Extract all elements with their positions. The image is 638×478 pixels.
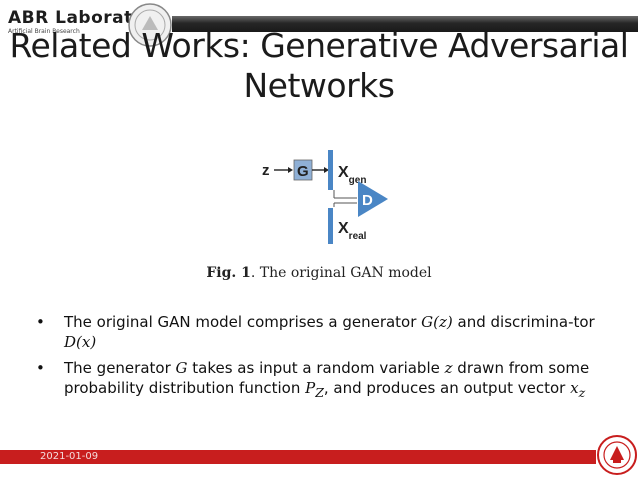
bullet-item-generator: • The generator G takes as input a rando… [36,358,626,403]
header-bar [172,16,638,32]
gan-diagram: z G Xgen D Xreal [262,150,388,244]
discriminator-triangle [358,181,388,217]
math-term: G [175,359,188,377]
bullet-item-gan-model: • The original GAN model comprises a gen… [36,312,626,352]
math-term: G(z) [421,313,453,331]
bullet-list: • The original GAN model comprises a gen… [36,312,626,409]
math-term: z [444,359,453,377]
bullet-dot: • [36,313,45,331]
lab-logo-subtitle: Artificial Brain Research [8,28,80,35]
figure-caption-text: . The original GAN model [250,265,432,281]
bullet-text: The original GAN model comprises a gener… [64,313,422,331]
figure-caption-prefix: Fig. 1 [206,265,251,281]
x-real-label: Xreal [338,220,367,242]
bullet-dot: • [36,359,45,377]
math-term: xz [570,379,586,400]
bullet-text: drawn from some probability distribution… [64,359,590,397]
x-gen-label: Xgen [338,164,366,186]
math-term: PZ [305,379,324,400]
lab-logo-text: ABR Laboratory [8,8,166,28]
discriminator-label: D [362,192,373,209]
z-arrow-head [288,167,293,173]
footer-bar [0,450,596,464]
bullet-text: takes as input a random variable [187,359,445,377]
bullet-text: and discrimina-tor [452,313,595,331]
slide-title-line2: Networks [243,66,395,105]
university-seal-icon [128,3,172,47]
generator-label: G [297,163,309,180]
g-arrow-head [324,167,329,173]
bullet-text: , and produces an output vector [323,379,571,397]
x-gen-block [328,150,333,190]
x-real-block [328,208,333,244]
slide-title: Related Works: Generative Adversarial Ne… [0,26,638,106]
figure-caption: Fig. 1. The original GAN model [0,265,638,281]
bullet-text: The generator [64,359,176,377]
z-input-label: z [262,162,270,179]
slide-title-line1: Related Works: Generative Adversarial [9,26,629,65]
math-term: D(x) [64,333,97,351]
footer-date: 2021-01-09 [40,451,99,462]
university-seal-icon [597,435,637,475]
